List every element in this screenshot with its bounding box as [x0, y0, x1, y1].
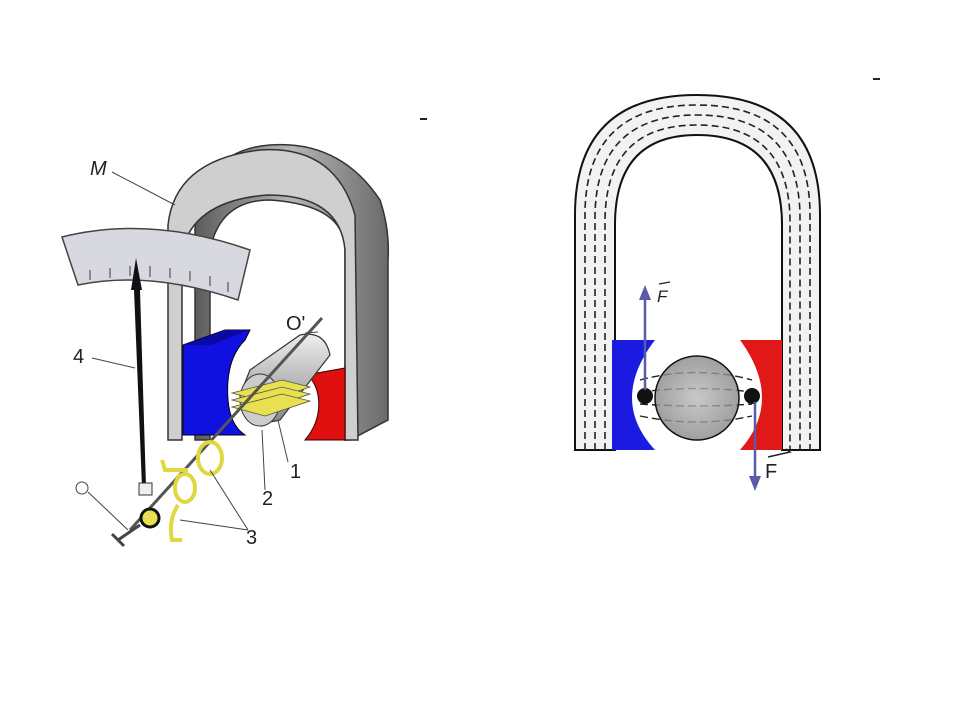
magnet-front-face — [167, 148, 359, 441]
pivot — [139, 507, 161, 529]
pointer-mount — [138, 482, 153, 496]
blue-pole-top — [183, 330, 250, 345]
label-force-up: F — [657, 287, 669, 306]
label-axis-back: O' — [286, 313, 305, 335]
label-force-down: F — [765, 461, 777, 483]
scale-ticks — [89, 266, 229, 292]
galvanometer-illustration: M 4 O' O 1 2 3 — [61, 143, 390, 549]
field-lines-gap — [639, 371, 753, 423]
scale-dial — [61, 227, 251, 301]
rotor — [654, 355, 740, 441]
cross-section-illustration: F F — [574, 93, 821, 491]
magnet-body — [574, 93, 821, 451]
shaft — [128, 316, 324, 532]
blue-pole — [182, 329, 251, 436]
field-lines-magnet — [584, 104, 811, 450]
label-springs: 3 — [246, 527, 257, 549]
vector-bar — [658, 281, 671, 285]
force-up-arrow-icon — [639, 285, 651, 390]
mark — [873, 78, 880, 80]
force-down-arrow-icon — [749, 402, 761, 491]
red-pole — [740, 340, 782, 450]
leader-lines — [87, 171, 319, 531]
blue-pole — [612, 340, 655, 450]
springs — [160, 440, 224, 542]
label-core: 2 — [262, 488, 273, 510]
label-magnet: M — [90, 158, 107, 180]
pointer — [131, 258, 146, 487]
label-coil: 1 — [290, 461, 301, 483]
vector-bar — [767, 448, 792, 458]
conductor-left — [637, 388, 653, 404]
axis-o-marker — [75, 481, 89, 495]
mark — [420, 118, 427, 120]
conductor-right — [744, 388, 760, 404]
counterweight — [110, 523, 141, 548]
label-pointer: 4 — [73, 346, 84, 368]
